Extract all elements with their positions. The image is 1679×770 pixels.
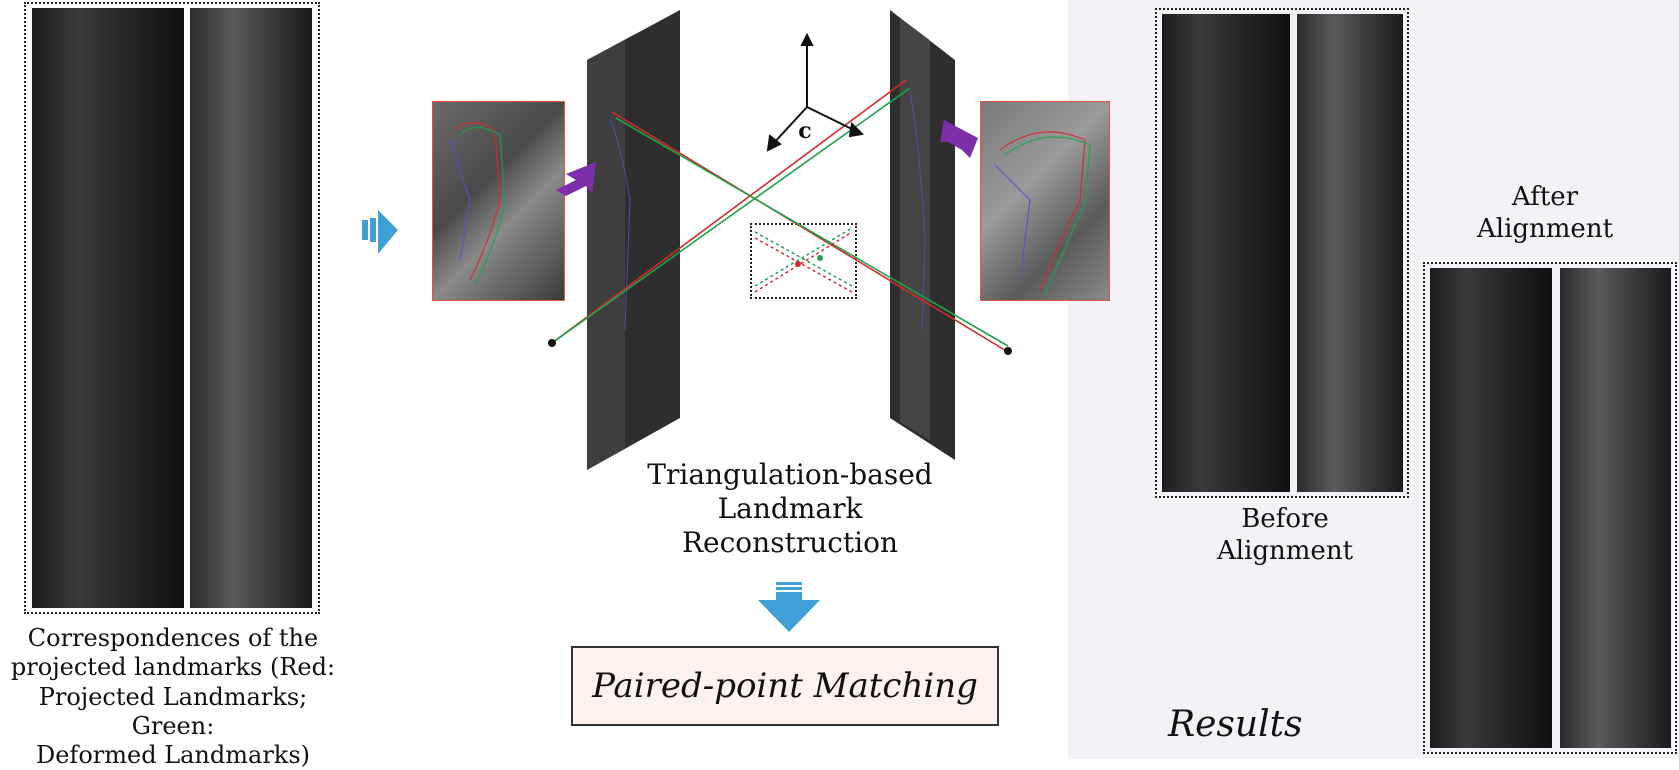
paired-point-matching-box: Paired-point Matching	[571, 646, 999, 726]
triangulation-caption: Triangulation-based Landmark Reconstruct…	[620, 458, 960, 560]
flow-arrow-right-icon	[362, 210, 398, 254]
after-alignment-frame	[1423, 262, 1677, 754]
xray-after-right	[1560, 268, 1671, 748]
coordinate-axes-icon	[766, 32, 865, 152]
xray-deformed-right	[190, 8, 312, 608]
image-plane-left-shade	[587, 40, 625, 470]
before-caption-line1: Before	[1241, 504, 1329, 534]
triangulation-caption-line1: Triangulation-based	[647, 458, 933, 491]
after-caption-line2: Alignment	[1476, 213, 1614, 244]
before-alignment-frame	[1155, 8, 1409, 498]
after-alignment-caption: After Alignment	[1440, 182, 1650, 245]
xray-after-left	[1430, 268, 1552, 748]
correspondences-caption-line3: Projected Landmarks; Green:	[38, 682, 308, 740]
reconstructed-point-red	[795, 261, 801, 267]
axis-label: c	[798, 118, 812, 144]
triangulation-caption-line2: Landmark	[717, 492, 863, 526]
after-caption-line1: After	[1511, 182, 1579, 212]
landmark-traces-right-inset	[994, 131, 1091, 296]
landmark-traces-left-inset	[449, 121, 506, 286]
paired-point-matching-label: Paired-point Matching	[592, 666, 978, 706]
xray-before-left	[1162, 14, 1290, 492]
flow-arrow-down-icon	[758, 582, 820, 632]
intersection-inset-lines	[754, 227, 853, 293]
xray-projected-left	[32, 8, 184, 608]
correspondences-frame	[24, 2, 320, 614]
xray-before-right	[1297, 14, 1403, 492]
correspondences-caption: Correspondences of the projected landmar…	[0, 624, 346, 770]
source-point-right	[1004, 347, 1012, 355]
reconstructed-point-green	[817, 255, 823, 261]
results-label: Results	[1168, 704, 1303, 745]
zoom-inset-right	[980, 101, 1110, 301]
correspondences-caption-line2: projected landmarks (Red:	[10, 653, 336, 682]
correspondences-caption-line1: Correspondences of the	[27, 624, 319, 652]
source-point-left	[548, 339, 556, 347]
zoom-arrow-left-icon	[556, 162, 596, 196]
landmark-traces-planes	[609, 89, 926, 331]
before-alignment-caption: Before Alignment	[1176, 504, 1394, 567]
image-plane-right-shade	[900, 18, 930, 440]
zoom-arrow-right-icon	[940, 120, 978, 158]
before-caption-line2: Alignment	[1216, 535, 1354, 566]
triangulation-caption-line3: Reconstruction	[681, 526, 899, 560]
